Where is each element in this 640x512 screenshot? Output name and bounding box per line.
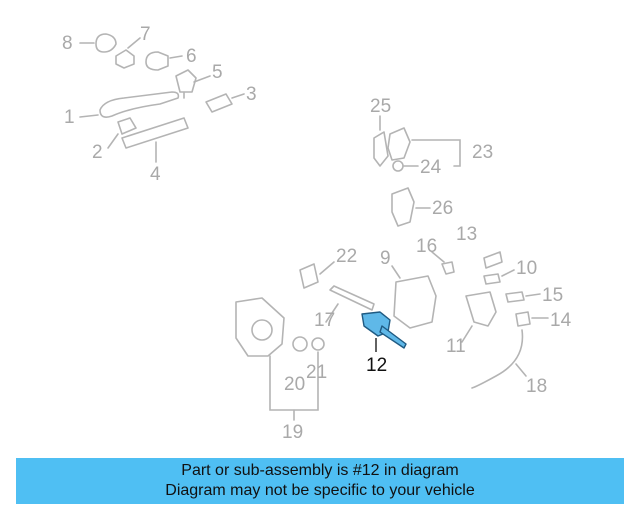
info-banner: Part or sub-assembly is #12 in diagram D… bbox=[16, 458, 624, 504]
callout-20: 20 bbox=[284, 374, 305, 395]
callout-1: 1 bbox=[64, 107, 75, 128]
part-15-bolt bbox=[505, 291, 541, 303]
part-1-handle bbox=[79, 91, 180, 118]
part-6-cylinder bbox=[145, 51, 183, 71]
part-5-rod bbox=[175, 69, 211, 99]
part-23-hinge bbox=[387, 127, 461, 167]
parts-diagram: 8 7 6 5 3 1 2 4 25 23 24 26 22 9 16 13 1… bbox=[62, 24, 572, 443]
callout-16: 16 bbox=[416, 236, 437, 257]
part-10-bolt bbox=[483, 269, 515, 285]
part-26-bracket bbox=[391, 187, 431, 227]
callout-19: 19 bbox=[282, 422, 303, 443]
part-12-highlighted bbox=[361, 311, 407, 352]
part-14-clip bbox=[515, 311, 549, 327]
part-24-bolt bbox=[392, 160, 419, 172]
callout-10: 10 bbox=[516, 258, 537, 279]
callout-12: 12 bbox=[366, 355, 387, 376]
callout-24: 24 bbox=[420, 157, 442, 178]
banner-line-part: Part or sub-assembly is #12 in diagram bbox=[181, 462, 459, 479]
callout-22: 22 bbox=[336, 246, 357, 267]
part-16-screw bbox=[431, 251, 455, 275]
callout-21: 21 bbox=[306, 362, 327, 383]
callout-25: 25 bbox=[370, 96, 391, 117]
part-7-cap bbox=[115, 37, 141, 69]
part-18-cable bbox=[471, 329, 527, 389]
callout-3: 3 bbox=[246, 84, 257, 105]
callout-13: 13 bbox=[456, 224, 477, 245]
part-17-rod bbox=[325, 285, 375, 323]
callout-4: 4 bbox=[150, 164, 161, 185]
part-19-latch bbox=[235, 297, 325, 421]
part-3-gasket bbox=[205, 93, 245, 113]
callout-6: 6 bbox=[186, 46, 197, 67]
callout-17: 17 bbox=[314, 310, 335, 331]
part-9-lock bbox=[391, 265, 437, 329]
part-22-bracket bbox=[299, 261, 335, 289]
callout-18: 18 bbox=[526, 376, 547, 397]
callout-5: 5 bbox=[212, 62, 223, 83]
part-25-plate bbox=[373, 115, 389, 167]
part-11-bracket bbox=[461, 291, 497, 343]
callout-7: 7 bbox=[140, 24, 151, 45]
part-13-clip bbox=[483, 251, 503, 269]
callout-15: 15 bbox=[542, 285, 563, 306]
banner-line-disclaimer: Diagram may not be specific to your vehi… bbox=[165, 482, 475, 499]
callout-9: 9 bbox=[380, 248, 391, 269]
callout-26: 26 bbox=[432, 198, 453, 219]
callout-11: 11 bbox=[446, 336, 466, 357]
part-8-cap bbox=[79, 33, 117, 53]
part-4-bracket bbox=[121, 117, 189, 163]
callout-14: 14 bbox=[550, 310, 572, 331]
callout-23: 23 bbox=[472, 142, 493, 163]
callout-8: 8 bbox=[62, 33, 73, 54]
callout-2: 2 bbox=[92, 142, 103, 163]
part-2-gasket bbox=[107, 117, 137, 149]
